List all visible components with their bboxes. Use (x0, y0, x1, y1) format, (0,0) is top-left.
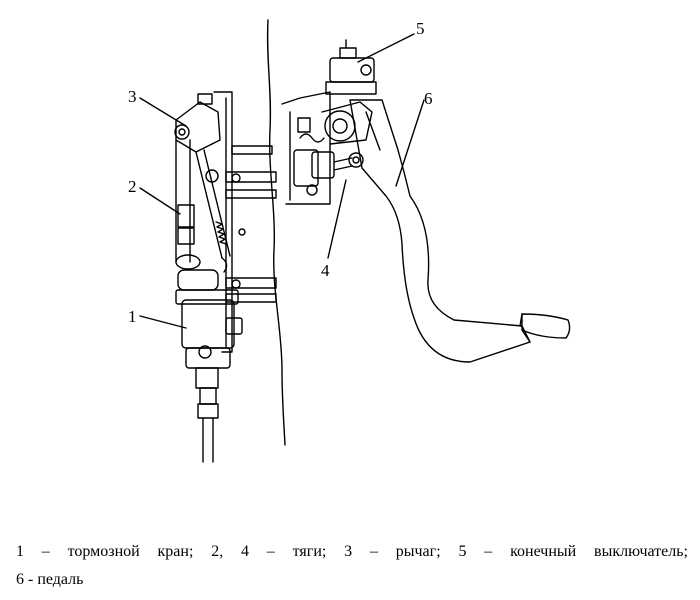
callout-6: 6 (424, 89, 433, 108)
leader-5 (357, 33, 415, 63)
callout-3: 3 (128, 87, 137, 106)
callout-2: 2 (128, 177, 137, 196)
spring-link (195, 149, 231, 273)
leader-6 (395, 99, 425, 187)
leader-4 (327, 179, 347, 259)
callout-4: 4 (321, 261, 330, 280)
rod-2 (175, 139, 195, 263)
bulkhead-wall (266, 19, 286, 446)
callout-1: 1 (128, 307, 137, 326)
pedal-assembly-diagram: 1 2 3 4 5 6 (128, 19, 571, 463)
callout-5: 5 (416, 19, 425, 38)
pedal-6 (349, 99, 571, 363)
figure-caption: 1 – тормозной кран; 2, 4 – тяги; 3 – рыч… (16, 538, 688, 594)
lever-3 (174, 93, 221, 153)
limit-switch-5 (325, 39, 377, 95)
leader-2 (139, 187, 181, 215)
rod-4 (311, 151, 364, 179)
right-bracket (281, 91, 331, 205)
left-bracket (213, 91, 277, 353)
leader-1 (139, 315, 187, 329)
caption-line-2: 6 - педаль (16, 571, 84, 588)
caption-line-1: 1 – тормозной кран; 2, 4 – тяги; 3 – рыч… (16, 543, 688, 560)
brake-valve (175, 254, 243, 463)
leader-3 (139, 97, 187, 127)
